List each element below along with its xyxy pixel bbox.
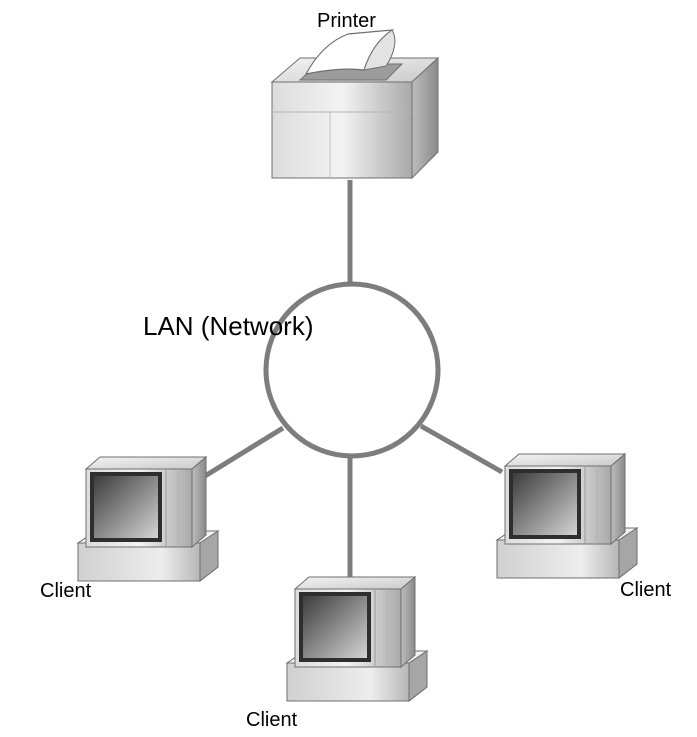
client-left-label: Client xyxy=(40,580,92,602)
network-links xyxy=(203,180,504,580)
network-label: LAN (Network) xyxy=(143,311,314,341)
link-client-right xyxy=(419,423,504,475)
client-bottom-computer-icon xyxy=(286,576,428,702)
client-right-label: Client xyxy=(620,579,672,601)
printer-label: Printer xyxy=(317,10,376,32)
client-left-computer-icon xyxy=(77,456,219,582)
client-bottom-label: Client xyxy=(246,709,298,731)
link-client-left xyxy=(203,425,285,479)
printer-icon xyxy=(270,29,440,180)
network-ring-icon xyxy=(263,281,441,459)
client-right-computer-icon xyxy=(496,453,638,579)
